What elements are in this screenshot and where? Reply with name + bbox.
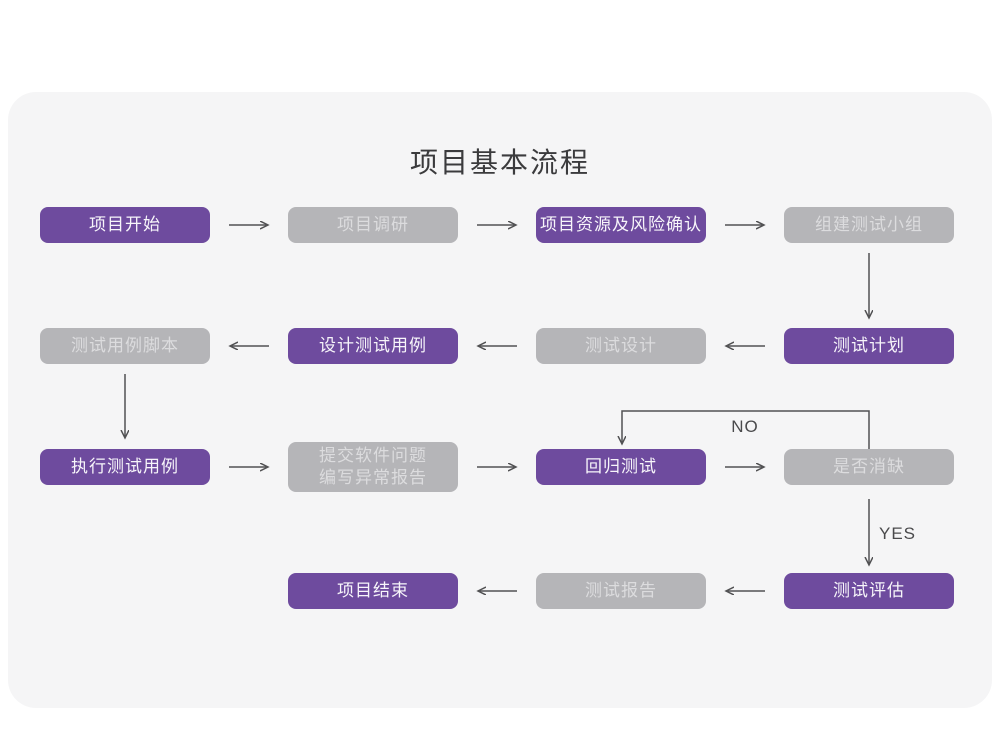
flow-node-project-end: 项目结束 (288, 573, 458, 609)
flow-node-defect-cleared: 是否消缺 (784, 449, 954, 485)
flow-node-project-start: 项目开始 (40, 207, 210, 243)
flow-node-regression-test: 回归测试 (536, 449, 706, 485)
flow-node-test-design: 测试设计 (536, 328, 706, 364)
flow-node-test-case-scripts: 测试用例脚本 (40, 328, 210, 364)
flow-node-test-plan: 测试计划 (784, 328, 954, 364)
flow-node-test-report: 测试报告 (536, 573, 706, 609)
flow-node-execute-test-cases: 执行测试用例 (40, 449, 210, 485)
flow-node-design-test-cases: 设计测试用例 (288, 328, 458, 364)
flow-node-submit-issues-report: 提交软件问题 编写异常报告 (288, 442, 458, 492)
flow-node-build-test-team: 组建测试小组 (784, 207, 954, 243)
page-title: 项目基本流程 (409, 147, 590, 178)
flow-node-resources-risk-confirm: 项目资源及风险确认 (536, 207, 706, 243)
flow-node-project-research: 项目调研 (288, 207, 458, 243)
flowchart-card (8, 92, 992, 708)
flow-node-test-evaluation: 测试评估 (784, 573, 954, 609)
